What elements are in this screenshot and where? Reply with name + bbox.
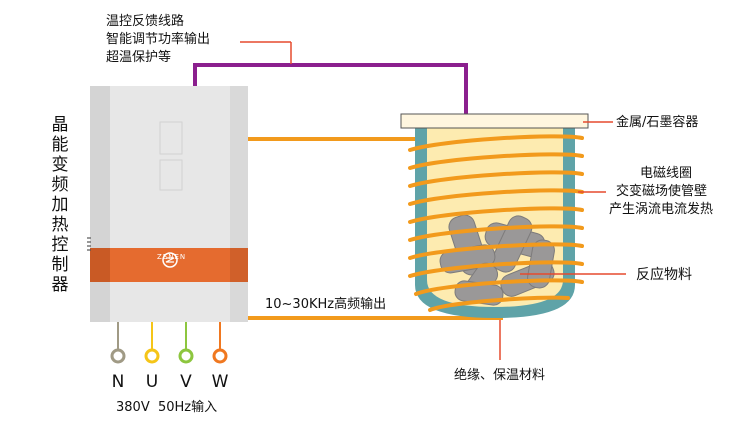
- terminal-connectors: [110, 348, 228, 364]
- terminal-n-icon: [110, 348, 126, 364]
- electromagnetic-coil: [408, 134, 584, 312]
- phase-n-label: N: [111, 372, 125, 392]
- reactor-vessel: [400, 113, 589, 318]
- controller-cabinet: [87, 86, 248, 322]
- vessel-lid: [400, 113, 589, 129]
- feedback-line-3: 超温保护等: [106, 50, 172, 65]
- input-label: 380V 50Hz输入: [116, 400, 218, 415]
- coil-label-1: 电磁线圈: [640, 166, 693, 181]
- terminal-u-icon: [144, 348, 160, 364]
- vessel-label: 金属/石墨容器: [616, 115, 699, 130]
- terminal-w-icon: [212, 348, 228, 364]
- vent-grill-icon: [87, 237, 91, 251]
- controller-label: 晶能变频加热控制器: [51, 115, 69, 295]
- feedback-line-1: 温控反馈线路: [106, 14, 185, 29]
- phase-w-label: W: [211, 372, 229, 392]
- phase-v-label: V: [180, 372, 192, 392]
- feedback-line-2: 智能调节功率输出: [106, 32, 211, 47]
- output-label: 10~30KHz高频输出: [265, 297, 387, 312]
- phase-u-label: U: [145, 372, 159, 392]
- brand-text: ZENEN: [157, 253, 187, 261]
- insulation-label: 绝缘、保温材料: [454, 368, 546, 383]
- reaction-label: 反应物料: [636, 267, 692, 283]
- coil-label-2: 交变磁场使管壁: [616, 184, 708, 199]
- coil-label-3: 产生涡流电流发热: [609, 202, 714, 217]
- feedback-line: [193, 63, 468, 114]
- terminal-wires: [117, 322, 221, 350]
- brand-logo-icon: [162, 252, 178, 268]
- terminal-v-icon: [178, 348, 194, 364]
